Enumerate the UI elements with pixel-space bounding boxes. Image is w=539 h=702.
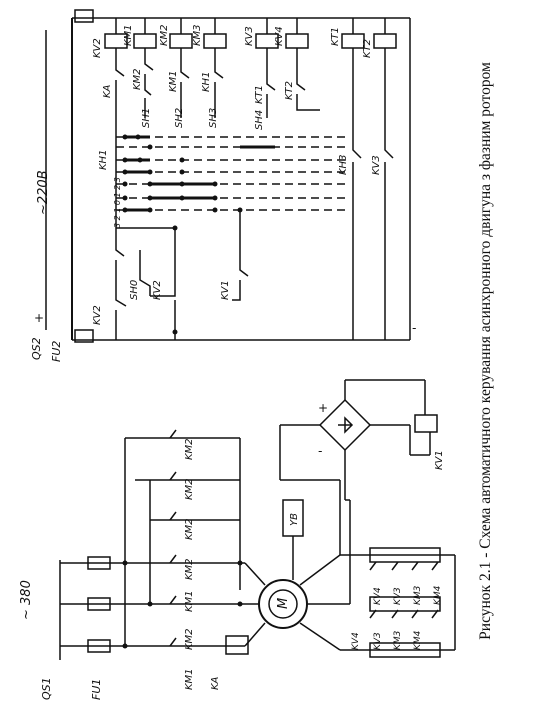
contact-sh3: SH3 bbox=[208, 108, 219, 128]
power-breaker: QS1 bbox=[40, 677, 53, 700]
rotor-contact-0: KV4 bbox=[351, 632, 361, 650]
power-circuit: ~ 380 QS1 FU1 KM1 KM2 KM1 KM2 KM2 KM2 KM… bbox=[19, 379, 456, 700]
power-contact-4: KM2 bbox=[184, 518, 195, 540]
power-contact-3: KM2 bbox=[184, 558, 195, 580]
coil-km1 bbox=[133, 33, 157, 49]
contact-ka: KA bbox=[102, 84, 113, 98]
power-contact-1: KM2 bbox=[184, 628, 195, 650]
control-circuit: ~220В FU2 QS2 + KV2 KM1 KM2 KM3 KV3 KV4 … bbox=[30, 9, 416, 362]
contact-km2: KM2 bbox=[132, 68, 143, 90]
coil-kt1 bbox=[341, 33, 365, 49]
rotor-contact-6: KM3 bbox=[413, 585, 423, 605]
coil-label-kv4: KV4 bbox=[274, 26, 285, 46]
coil-kt2 bbox=[373, 33, 397, 49]
holding-contact-label: KV2 bbox=[152, 280, 163, 300]
coil-km3 bbox=[203, 33, 227, 49]
contact-kt2: KT2 bbox=[284, 81, 295, 100]
coil-label-km1: KM1 bbox=[123, 24, 134, 46]
figure-caption: Рисунок 2.1 - Схема автоматичного керува… bbox=[477, 62, 494, 640]
rotor-contact-3: KM4 bbox=[413, 630, 423, 650]
contact-sh2: SH2 bbox=[174, 108, 185, 128]
contact-kt1: KT1 bbox=[254, 85, 265, 104]
coil-km2 bbox=[169, 33, 193, 49]
polarity-minus: - bbox=[412, 321, 416, 335]
bridge-plus: + bbox=[318, 401, 328, 415]
rectifier-bridge bbox=[279, 379, 431, 501]
coil-label-kv3: KV3 bbox=[244, 26, 255, 46]
fuse-phase-c bbox=[87, 639, 111, 653]
power-fuse: FU1 bbox=[90, 679, 103, 700]
lower-contact-label: KV1 bbox=[220, 280, 231, 300]
bridge-minus: - bbox=[318, 444, 322, 458]
aux-contact-kh3 bbox=[352, 118, 362, 340]
contact-sh4: SH4 bbox=[254, 110, 265, 130]
stop-branch bbox=[115, 210, 249, 340]
command-switch bbox=[115, 118, 350, 231]
aux-contact-kv3 bbox=[384, 118, 394, 340]
contact-sh1: SH1 bbox=[141, 108, 152, 128]
rotor-contact-5: KV3 bbox=[393, 587, 403, 605]
coil-label-kt2: KT2 bbox=[362, 39, 373, 58]
rotor-circuit bbox=[299, 480, 456, 658]
rotor-contact-7: KM4 bbox=[433, 585, 443, 605]
coil-label-km3: KM3 bbox=[192, 24, 203, 46]
switch-positions: 3 2 1 0 1 2 3 bbox=[113, 177, 122, 228]
fuse-top bbox=[74, 9, 94, 23]
rotor-contact-4: KV4 bbox=[373, 587, 383, 605]
polarity-plus: + bbox=[34, 311, 44, 325]
rotor-contact-2: KM3 bbox=[393, 630, 403, 650]
relay-ka-label: KA bbox=[210, 676, 221, 690]
fuse-phase-b bbox=[87, 597, 111, 611]
contactor-matrix bbox=[122, 429, 243, 649]
stop-contact-label: SH0 bbox=[129, 280, 140, 300]
power-contact-5: KM2 bbox=[184, 478, 195, 500]
motor-label: M bbox=[276, 598, 291, 609]
control-voltage: ~220В bbox=[36, 170, 51, 215]
power-contact-0: KM1 bbox=[184, 668, 195, 690]
coil-label-kv2: KV2 bbox=[92, 38, 103, 58]
fuse-phase-a bbox=[87, 556, 111, 570]
contact-kh1: KH1 bbox=[201, 72, 212, 92]
kv2-lower-label: KV2 bbox=[92, 305, 103, 325]
coil-kv4 bbox=[285, 33, 309, 49]
relay-kv1-label: KV1 bbox=[434, 450, 445, 470]
power-contact-2: KM1 bbox=[184, 590, 195, 612]
fuse-bottom bbox=[74, 329, 94, 343]
contact-km1: KM1 bbox=[168, 70, 179, 92]
relay-kv1-coil bbox=[414, 414, 438, 433]
switch-label: KH1 bbox=[98, 150, 109, 170]
power-contact-6: KM2 bbox=[184, 438, 195, 460]
breaker-label: QS2 bbox=[30, 337, 43, 360]
coil-label-kt1: KT1 bbox=[330, 27, 341, 46]
contact-row bbox=[115, 48, 386, 118]
power-voltage: ~ 380 bbox=[19, 580, 34, 620]
rotor-contact-1: KV3 bbox=[373, 632, 383, 650]
coil-label-km2: KM2 bbox=[159, 24, 170, 46]
aux-label-kh3: KH3 bbox=[338, 155, 349, 175]
relay-ka-coil bbox=[225, 635, 249, 655]
aux-label-kv3: KV3 bbox=[371, 155, 382, 175]
fuse-label: FU2 bbox=[50, 341, 63, 362]
brake-label: YB bbox=[289, 513, 300, 526]
